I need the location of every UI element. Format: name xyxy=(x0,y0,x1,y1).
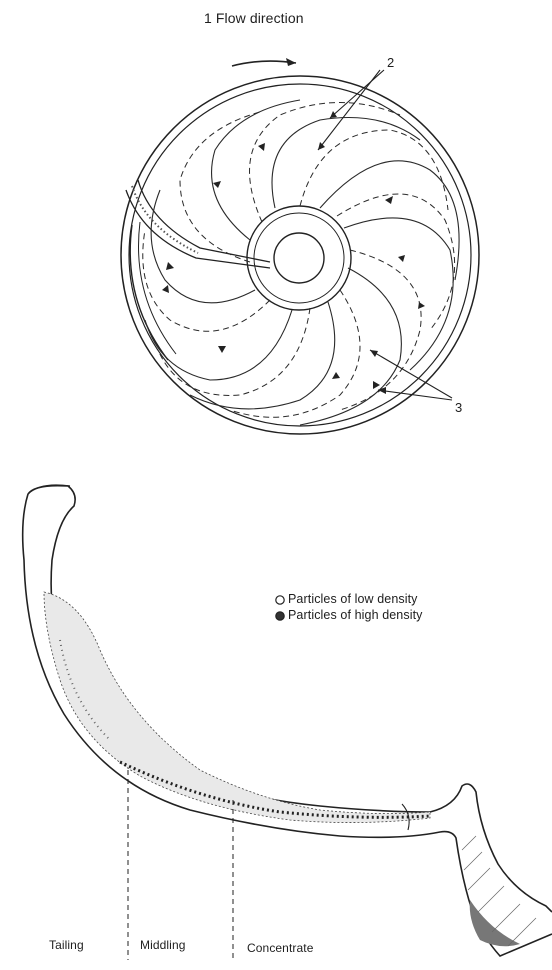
legend-high-density-label: Particles of high density xyxy=(288,608,423,622)
zone-middling-label: Middling xyxy=(140,938,186,952)
pulp-layer xyxy=(44,592,430,823)
zone-tailing-label: Tailing xyxy=(49,938,84,952)
legend-low-density-label: Particles of low density xyxy=(288,592,418,606)
legend-low-density-marker xyxy=(276,596,284,604)
outlet-dense-deposit xyxy=(470,900,520,946)
outlet-hatching xyxy=(462,836,536,946)
legend-high-density-marker xyxy=(276,612,284,620)
zone-concentrate-label: Concentrate xyxy=(247,941,313,955)
